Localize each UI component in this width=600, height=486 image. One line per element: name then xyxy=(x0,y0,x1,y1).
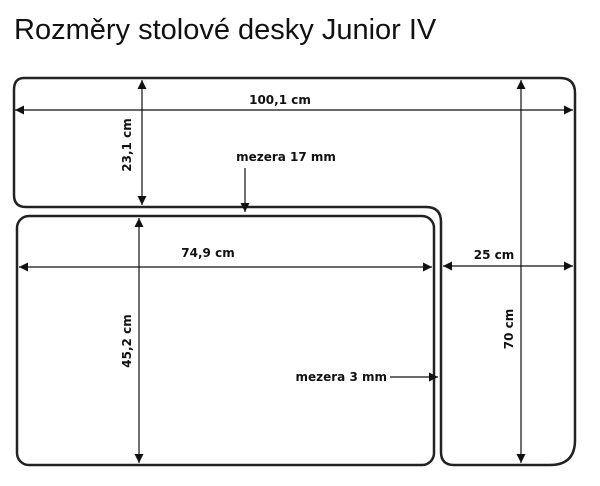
main-depth-label: 45,2 cm xyxy=(120,314,134,367)
top-panel-outline xyxy=(12,76,577,467)
main-width-label: 74,9 cm xyxy=(181,246,234,260)
main-panel-outline xyxy=(15,214,436,467)
gap-side-label: mezera 3 mm xyxy=(296,370,388,384)
gap-top-label: mezera 17 mm xyxy=(236,150,336,164)
side-width-label: 25 cm xyxy=(474,248,515,262)
top-width-label: 100,1 cm xyxy=(249,93,311,107)
top-depth-label: 23,1 cm xyxy=(120,118,134,171)
page-title: Rozměry stolové desky Junior IV xyxy=(14,14,437,46)
side-height-label: 70 cm xyxy=(502,309,516,350)
